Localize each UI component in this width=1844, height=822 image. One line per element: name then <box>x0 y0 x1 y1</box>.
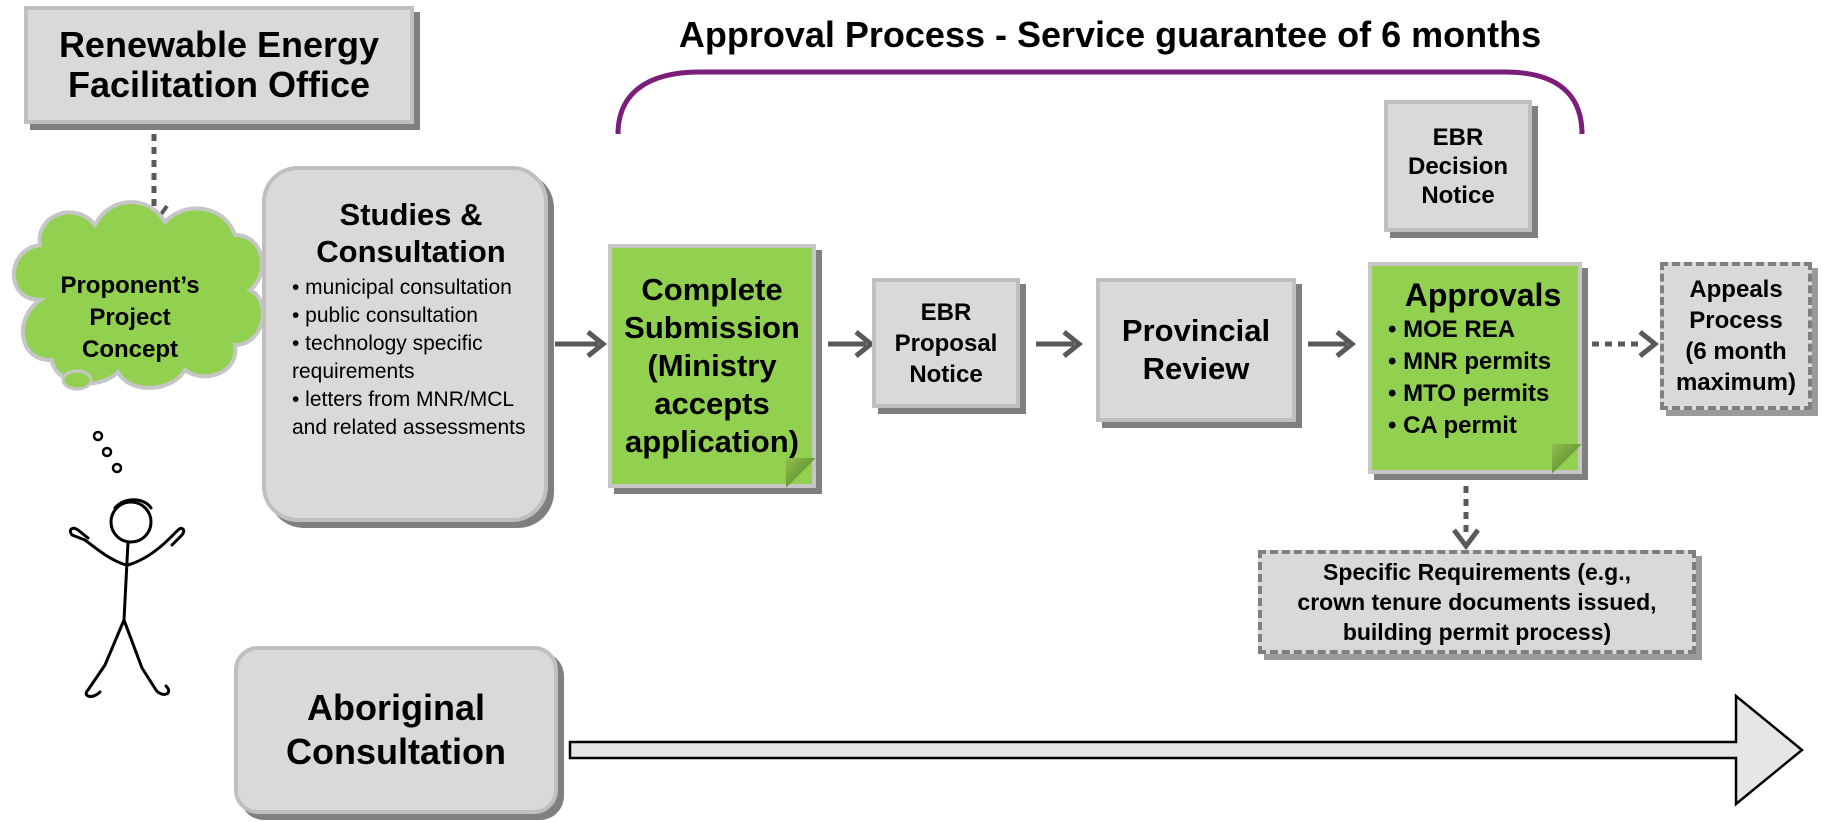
approvals-box: Approvals • MOE REA • MNR permits • MTO … <box>1368 262 1582 474</box>
submission-line1: Complete <box>641 272 783 307</box>
page-fold <box>1552 444 1582 474</box>
appeals-box: Appeals Process (6 month maximum) <box>1660 262 1812 410</box>
studies-heading-line2: Consultation <box>316 234 506 269</box>
studies-item: • public consultation <box>292 304 478 327</box>
specific-line1: Specific Requirements (e.g., <box>1322 559 1632 585</box>
refo-box: Renewable Energy Facilitation Office <box>24 6 414 124</box>
cloud-line2: Project <box>89 304 171 331</box>
aboriginal-long-arrow <box>568 693 1804 807</box>
refo-line1: Renewable Energy <box>58 24 380 65</box>
ebr-proposal-line1: EBR <box>920 298 972 326</box>
appeals-line1: Appeals <box>1689 276 1783 303</box>
ebr-proposal-line3: Notice <box>909 360 983 388</box>
studies-list: • municipal consultation • public consul… <box>292 274 530 442</box>
appeals-line3: (6 month <box>1685 338 1787 365</box>
stick-figure <box>68 498 186 698</box>
studies-heading-line1: Studies & <box>339 197 483 232</box>
studies-box: Studies & Consultation • municipal consu… <box>262 166 548 522</box>
complete-submission-box: Complete Submission (Ministry accepts ap… <box>608 244 816 488</box>
approvals-item: • MOE REA <box>1388 316 1516 343</box>
ebr-decision-line3: Notice <box>1421 181 1495 209</box>
approval-bracket <box>615 69 1585 135</box>
cloud-line3: Concept <box>82 336 178 363</box>
aboriginal-line2: Consultation <box>286 731 506 772</box>
ebr-decision-line1: EBR <box>1432 123 1484 151</box>
studies-item: • letters from MNR/MCL and related asses… <box>292 388 526 439</box>
provincial-review-line2: Review <box>1142 351 1250 386</box>
specific-requirements-box: Specific Requirements (e.g., crown tenur… <box>1258 550 1696 654</box>
submission-line2: Submission <box>624 310 800 345</box>
cloud-shape <box>11 200 265 390</box>
aboriginal-line1: Aboriginal <box>307 687 485 728</box>
diagram-title: Approval Process - Service guarantee of … <box>678 14 1542 55</box>
aboriginal-consultation-box: Aboriginal Consultation <box>234 646 558 814</box>
provincial-review-box: Provincial Review <box>1096 278 1296 422</box>
specific-line3: building permit process) <box>1342 619 1612 645</box>
ebr-decision-box: EBR Decision Notice <box>1384 100 1532 232</box>
submission-line5: application) <box>625 424 799 459</box>
approvals-heading: Approvals <box>1404 277 1562 313</box>
studies-item: • technology specific requirements <box>292 332 483 383</box>
cloud-label: Proponent’s Project Concept <box>40 270 220 366</box>
studies-item: • municipal consultation <box>292 276 512 299</box>
ebr-decision-line2: Decision <box>1407 152 1509 180</box>
approvals-item: • MNR permits <box>1388 348 1552 375</box>
provincial-review-line1: Provincial <box>1121 313 1271 348</box>
specific-line2: crown tenure documents issued, <box>1297 589 1657 615</box>
approvals-item: • CA permit <box>1388 412 1517 439</box>
cloud-line1: Proponent’s <box>60 272 200 299</box>
refo-line2: Facilitation Office <box>67 64 371 105</box>
ebr-proposal-line2: Proposal <box>894 329 998 357</box>
submission-line3: (Ministry <box>647 348 777 383</box>
appeals-line2: Process <box>1689 307 1783 334</box>
approvals-list: • MOE REA • MNR permits • MTO permits • … <box>1388 314 1551 442</box>
approvals-item: • MTO permits <box>1388 380 1550 407</box>
ebr-proposal-box: EBR Proposal Notice <box>872 278 1020 408</box>
submission-line4: accepts <box>654 386 770 421</box>
appeals-line4: maximum) <box>1675 369 1797 396</box>
page-fold <box>786 458 816 488</box>
studies-heading: Studies & Consultation <box>292 196 530 270</box>
